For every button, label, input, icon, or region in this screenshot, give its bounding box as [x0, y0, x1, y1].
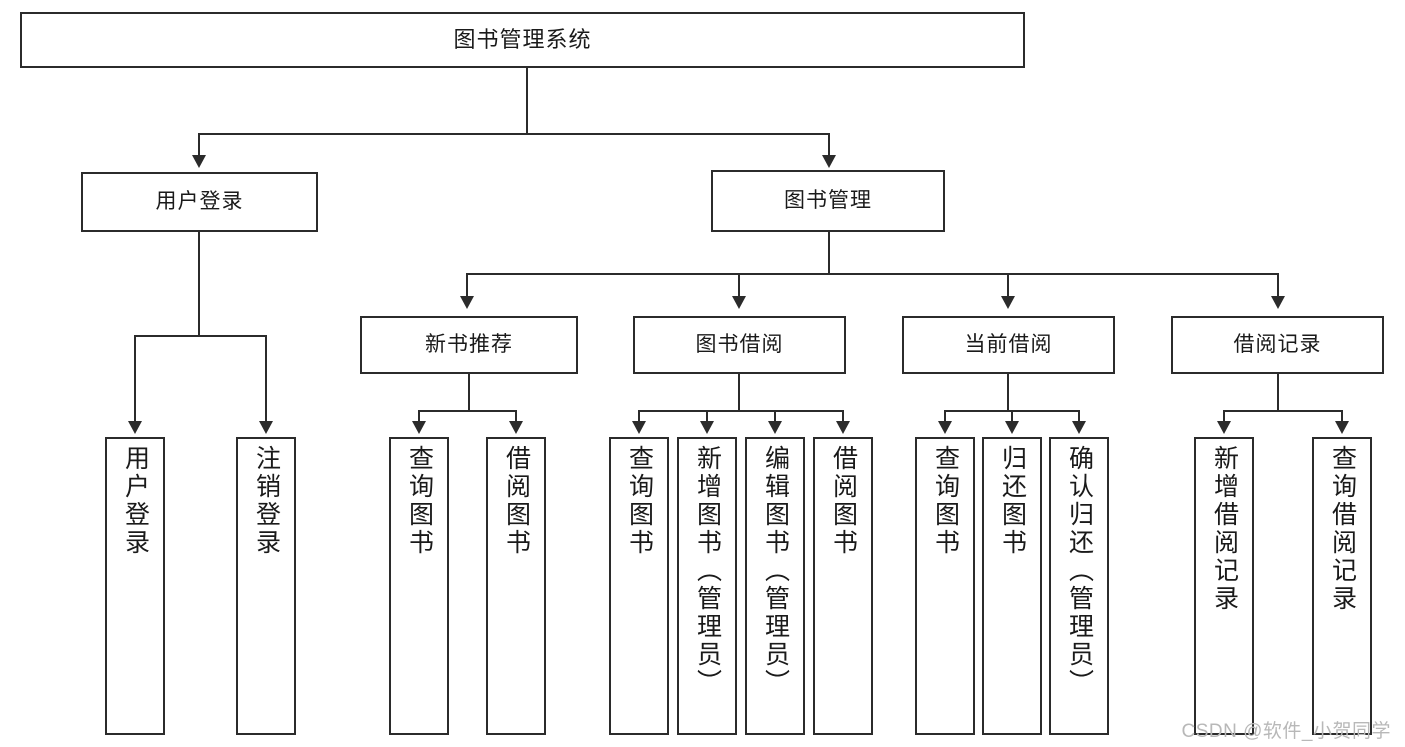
leaf-label: 借阅图书 [502, 445, 531, 557]
connector-user-login-bus [134, 335, 266, 337]
node-label: 图书管理 [784, 188, 872, 212]
connector-book-management-stem [828, 232, 830, 273]
leaf-nb-query-book[interactable]: 查询图书 [389, 437, 449, 735]
connector-br-leaf-2 [1341, 410, 1343, 423]
arrowhead-bb-leaf-4 [836, 421, 850, 434]
connector-to-book-borrow [738, 273, 740, 298]
connector-bb-leaf-3 [774, 410, 776, 423]
leaf-user-login[interactable]: 用户登录 [105, 437, 165, 735]
connector-book-management-bus [466, 273, 1278, 275]
node-book-management[interactable]: 图书管理 [711, 170, 945, 232]
arrowhead-bb-leaf-1 [632, 421, 646, 434]
arrowhead-leaf-logout [259, 421, 273, 434]
leaf-label: 新增图书（管理员） [693, 445, 722, 697]
connector-book-borrow-stem [738, 374, 740, 410]
connector-root-bus [198, 133, 830, 135]
arrowhead-borrow-record [1271, 296, 1285, 309]
leaf-label: 用户登录 [121, 445, 150, 557]
connector-to-borrow-record [1277, 273, 1279, 298]
leaf-cb-confirm-return-admin[interactable]: 确认归还（管理员） [1049, 437, 1109, 735]
connector-borrow-record-stem [1277, 374, 1279, 410]
connector-user-login-stem [198, 232, 200, 335]
connector-new-book-leaf-2 [515, 410, 517, 423]
leaf-label: 借阅图书 [829, 445, 858, 557]
connector-new-book-bus [418, 410, 516, 412]
arrowhead-current-borrow [1001, 296, 1015, 309]
node-label: 当前借阅 [964, 332, 1053, 356]
connector-new-book-stem [468, 374, 470, 410]
node-label: 用户登录 [155, 189, 244, 213]
connector-cb-leaf-3 [1078, 410, 1080, 423]
node-book-management-system[interactable]: 图书管理系统 [20, 12, 1025, 68]
leaf-label: 查询图书 [931, 445, 960, 557]
node-book-borrow[interactable]: 图书借阅 [633, 316, 846, 374]
arrowhead-user-login [192, 155, 206, 168]
leaf-label: 新增借阅记录 [1210, 445, 1239, 613]
node-label: 图书借阅 [695, 332, 784, 356]
node-label: 借阅记录 [1233, 332, 1322, 356]
connector-root-stem [526, 68, 528, 133]
leaf-label: 查询图书 [405, 445, 434, 557]
leaf-cb-query-book[interactable]: 查询图书 [915, 437, 975, 735]
connector-book-borrow-bus [638, 410, 844, 412]
leaf-label: 编辑图书（管理员） [761, 445, 790, 697]
leaf-cb-return-book[interactable]: 归还图书 [982, 437, 1042, 735]
arrowhead-bb-leaf-2 [700, 421, 714, 434]
leaf-label: 查询借阅记录 [1328, 445, 1357, 613]
connector-bb-leaf-2 [706, 410, 708, 423]
arrowhead-br-leaf-2 [1335, 421, 1349, 434]
connector-root-to-book-management [828, 133, 830, 157]
connector-br-leaf-1 [1223, 410, 1225, 423]
connector-bb-leaf-1 [638, 410, 640, 423]
leaf-label: 查询图书 [625, 445, 654, 557]
arrowhead-book-management [822, 155, 836, 168]
arrowhead-leaf-user-login [128, 421, 142, 434]
connector-cb-leaf-1 [944, 410, 946, 423]
arrowhead-br-leaf-1 [1217, 421, 1231, 434]
connector-bb-leaf-4 [842, 410, 844, 423]
leaf-label: 注销登录 [252, 445, 281, 557]
leaf-bb-add-book-admin[interactable]: 新增图书（管理员） [677, 437, 737, 735]
connector-root-to-user-login [198, 133, 200, 157]
connector-user-login-leaf-2 [265, 335, 267, 423]
leaf-br-query-record[interactable]: 查询借阅记录 [1312, 437, 1372, 735]
leaf-bb-edit-book-admin[interactable]: 编辑图书（管理员） [745, 437, 805, 735]
arrowhead-cb-leaf-1 [938, 421, 952, 434]
connector-new-book-leaf-1 [418, 410, 420, 423]
leaf-bb-query-book[interactable]: 查询图书 [609, 437, 669, 735]
arrowhead-nb-leaf-1 [412, 421, 426, 434]
connector-to-current-borrow [1007, 273, 1009, 298]
node-user-login[interactable]: 用户登录 [81, 172, 318, 232]
node-new-book-recommend[interactable]: 新书推荐 [360, 316, 578, 374]
connector-to-new-book [466, 273, 468, 298]
arrowhead-book-borrow [732, 296, 746, 309]
node-borrow-record[interactable]: 借阅记录 [1171, 316, 1384, 374]
connector-user-login-leaf-1 [134, 335, 136, 423]
connector-cb-leaf-2 [1011, 410, 1013, 423]
connector-current-borrow-stem [1007, 374, 1009, 410]
connector-borrow-record-bus [1223, 410, 1343, 412]
arrowhead-cb-leaf-3 [1072, 421, 1086, 434]
node-label: 图书管理系统 [453, 27, 592, 53]
leaf-nb-borrow-book[interactable]: 借阅图书 [486, 437, 546, 735]
node-label: 新书推荐 [425, 332, 513, 356]
arrowhead-new-book [460, 296, 474, 309]
leaf-label: 归还图书 [998, 445, 1027, 557]
arrowhead-bb-leaf-3 [768, 421, 782, 434]
node-current-borrow[interactable]: 当前借阅 [902, 316, 1115, 374]
leaf-logout[interactable]: 注销登录 [236, 437, 296, 735]
leaf-label: 确认归还（管理员） [1065, 445, 1094, 697]
leaf-br-add-record[interactable]: 新增借阅记录 [1194, 437, 1254, 735]
arrowhead-nb-leaf-2 [509, 421, 523, 434]
leaf-bb-borrow-book[interactable]: 借阅图书 [813, 437, 873, 735]
arrowhead-cb-leaf-2 [1005, 421, 1019, 434]
